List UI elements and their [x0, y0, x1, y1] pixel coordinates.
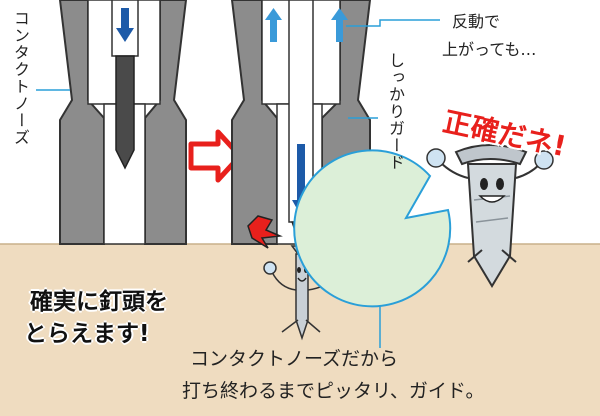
caption-line2: 打ち終わるまでピッタリ、ガイド。	[182, 380, 485, 402]
nail-mascot-icon	[426, 144, 554, 288]
step-arrow-icon	[188, 129, 243, 183]
recoil-callout-line	[346, 19, 440, 27]
caption-line1: コンタクトノーズだから	[190, 348, 399, 370]
recoil-label-line2: 上がっても…	[442, 40, 537, 59]
headline-line1: 確実に釘頭を	[30, 289, 168, 315]
contact-nozzle-label: コンタクトノーズ	[11, 10, 30, 146]
recoil-label-line1: 反動で	[452, 12, 501, 31]
headline-line2: とらえます!	[24, 321, 150, 347]
nozzle-before	[58, 0, 188, 245]
up-arrow-icon	[265, 8, 348, 42]
impact-spark-icon	[247, 215, 283, 249]
mascot-bubble	[293, 149, 452, 308]
down-arrow-icon	[116, 8, 134, 42]
solid-guard-label: しっかりガード	[386, 52, 405, 171]
